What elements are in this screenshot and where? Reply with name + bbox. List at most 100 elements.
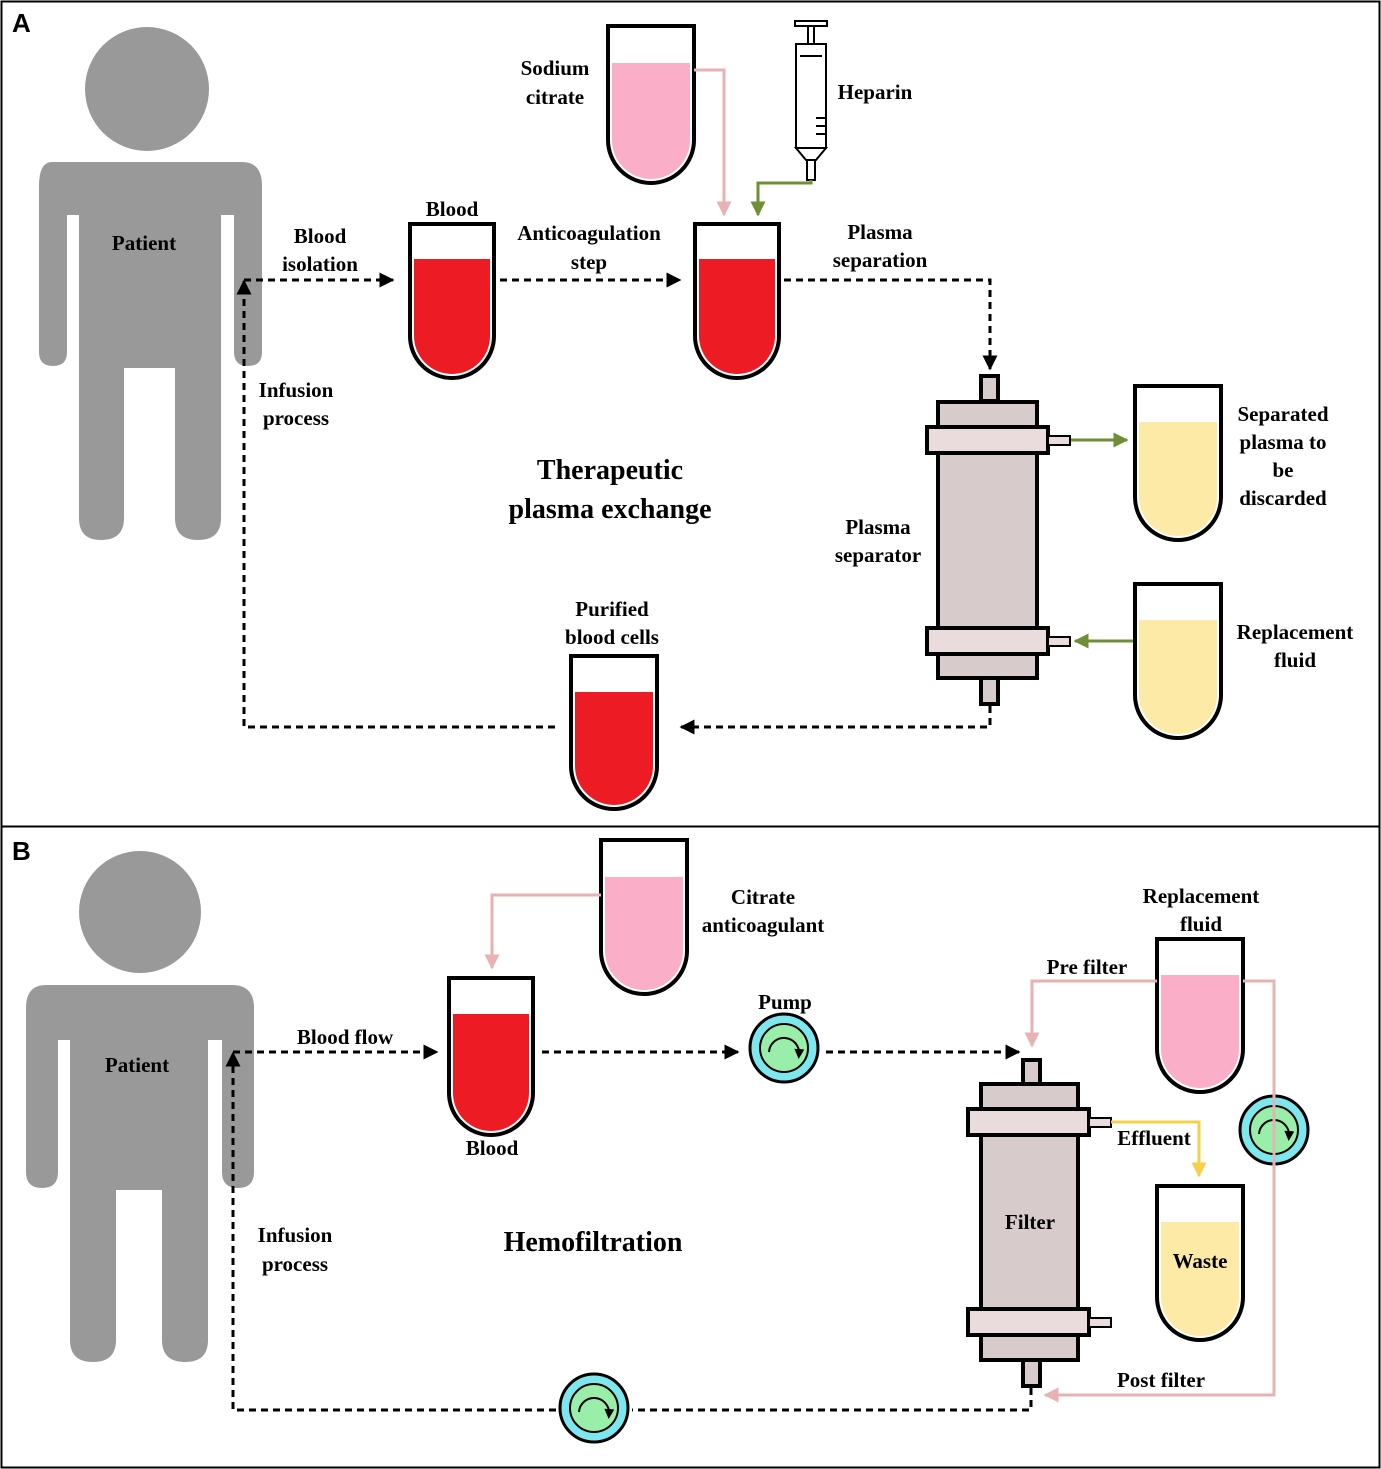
pump-icon <box>558 1372 630 1444</box>
plasma-separator-a <box>925 374 1071 706</box>
patient-body <box>39 162 262 540</box>
tube-outline <box>408 222 496 380</box>
label-line: anticoagulant <box>702 913 825 937</box>
label-line: plasma to <box>1240 430 1327 454</box>
separator-side-port-top <box>1047 435 1071 446</box>
separator-side-port-bottom <box>1047 636 1071 647</box>
syringe-rod <box>807 25 815 45</box>
tube-outline <box>599 838 689 996</box>
purified-blood-label: Purified blood cells <box>565 597 659 649</box>
patient-figure-b <box>26 851 254 1362</box>
panel-b-border <box>0 825 1381 1469</box>
filter-ring-bottom <box>966 1307 1091 1337</box>
citrate-anticoagulant-tube <box>599 838 689 996</box>
blood-tube-label-a: Blood <box>426 197 479 221</box>
label-line: process <box>263 406 329 430</box>
tube-outline <box>1155 1184 1245 1342</box>
plasma-separation-label: Plasma separation <box>833 220 928 272</box>
tube-outline <box>1133 582 1223 740</box>
patient-label-b: Patient <box>105 1053 169 1077</box>
effluent-line <box>1111 1120 1207 1178</box>
label-line: fluid <box>1180 912 1222 936</box>
hemofilter <box>966 1058 1112 1388</box>
label-line: Purified <box>575 597 649 621</box>
pump-rotation-arrow <box>768 1036 805 1059</box>
separator-ring-top <box>925 425 1050 455</box>
patient-body <box>26 985 254 1362</box>
label-line: Infusion <box>258 1223 333 1247</box>
plasma-fill <box>1139 620 1217 734</box>
plasma-fill <box>1139 422 1217 536</box>
blood-tube-b <box>447 976 535 1137</box>
tube-outline <box>1155 937 1245 1094</box>
label-line: Separated <box>1238 402 1329 426</box>
citrate-fill <box>605 877 683 990</box>
separated-plasma-label: Separated plasma to be discarded <box>1238 402 1329 510</box>
plasma-separator-label: Plasma separator <box>835 515 921 567</box>
blood-isolation-label: Blood isolation <box>282 224 358 276</box>
label-line: Blood <box>294 224 347 248</box>
panel-b-title: Hemofiltration <box>504 1227 683 1258</box>
post-filter-label: Post filter <box>1117 1368 1205 1392</box>
filter-top-port <box>1021 1058 1042 1086</box>
separator-ring-bottom <box>925 626 1050 656</box>
flow-to-purified <box>679 706 992 735</box>
label-line: Plasma <box>847 220 913 244</box>
label-line: be <box>1273 458 1294 482</box>
tube-outline <box>447 976 535 1137</box>
citrate-line-a <box>694 68 732 217</box>
infusion-process-label-a: Infusion process <box>259 378 334 430</box>
heparin-line <box>750 180 813 217</box>
replacement-fluid-label-b: Replacement fluid <box>1143 884 1260 936</box>
label-line: separator <box>835 543 921 567</box>
label-line: Plasma <box>845 515 911 539</box>
replacement-fluid-tube-a <box>1133 582 1223 740</box>
post-filter-line <box>1043 979 1276 1403</box>
panel-a-letter: A <box>12 8 31 38</box>
panel-b: B Patient Blood <box>0 825 1381 1469</box>
purified-blood-tube <box>569 654 659 811</box>
filter-bottom-port <box>1021 1358 1042 1388</box>
panel-a-title: Therapeutic plasma exchange <box>509 455 712 525</box>
replacement-fluid-tube-b <box>1155 937 1245 1094</box>
blood-fill <box>453 1014 529 1131</box>
panel-b-letter: B <box>12 836 31 866</box>
label-line: citrate <box>526 85 584 109</box>
blood-flow-label: Blood flow <box>297 1025 394 1049</box>
label-line: isolation <box>282 252 358 276</box>
waste-label: Waste <box>1173 1249 1228 1273</box>
title-line: Therapeutic <box>537 455 683 486</box>
label-line: Replacement <box>1237 620 1354 644</box>
filter-side-port-bottom <box>1088 1317 1112 1328</box>
label-line: discarded <box>1239 486 1327 510</box>
pump-label: Pump <box>758 990 812 1014</box>
citrate-fill <box>612 63 690 179</box>
effluent-label: Effluent <box>1117 1126 1191 1150</box>
blood-fill <box>575 692 653 805</box>
label-line: fluid <box>1274 648 1316 672</box>
patient-head <box>85 27 209 151</box>
syringe-barrel <box>795 43 827 149</box>
tube-outline <box>569 654 659 811</box>
pump-icon <box>748 1012 820 1084</box>
label-line: Citrate <box>731 885 795 909</box>
label-line: blood cells <box>565 625 659 649</box>
label-line: Anticoagulation <box>517 221 661 245</box>
patient-figure-a <box>39 27 262 540</box>
filter-label: Filter <box>1005 1210 1055 1234</box>
syringe-icon <box>793 20 829 181</box>
label-line: Infusion <box>259 378 334 402</box>
blood-tube-label-b: Blood <box>466 1136 519 1160</box>
patient-head <box>79 851 201 973</box>
syringe-nozzle <box>806 159 816 181</box>
blood-fill <box>414 259 490 374</box>
blood-tube-a1 <box>408 222 496 380</box>
replacement-fluid-label-a: Replacement fluid <box>1237 620 1354 672</box>
pump-inner <box>759 1023 809 1073</box>
waste-fill <box>1161 1222 1239 1336</box>
pre-filter-label: Pre filter <box>1047 955 1128 979</box>
tube-outline <box>693 222 781 380</box>
citrate-anticoagulant-label: Citrate anticoagulant <box>702 885 825 937</box>
title-line: plasma exchange <box>509 494 712 525</box>
